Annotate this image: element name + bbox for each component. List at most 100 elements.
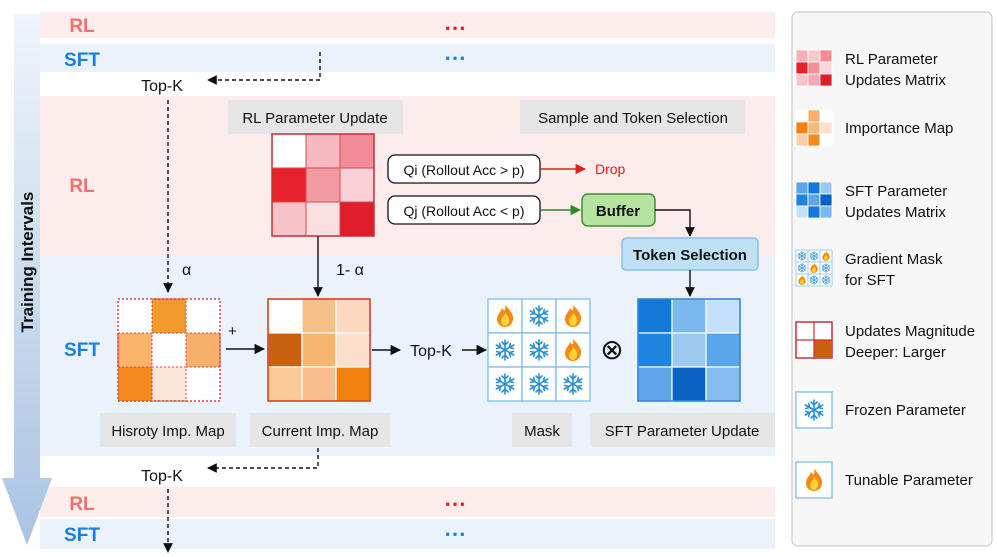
legend-label: Tunable Parameter	[845, 472, 973, 489]
matrix-cell	[267, 332, 303, 368]
sft-label-main: SFT	[64, 340, 100, 361]
matrix-cell	[671, 332, 707, 368]
sft-band-top	[40, 44, 775, 72]
legend-label-line1: RL Parameter	[845, 51, 938, 68]
rl-label-bottom: RL	[69, 494, 95, 515]
matrix-cell	[271, 133, 307, 169]
legend-label: Frozen Parameter	[845, 402, 966, 419]
buffer-label: Buffer	[596, 203, 640, 220]
topk-bottom-label: Top-K	[141, 468, 183, 485]
training-intervals-arrow	[2, 14, 52, 545]
matrix-cell	[151, 332, 187, 368]
matrix-cell	[301, 298, 337, 334]
legend-label-line2: Updates Matrix	[845, 72, 946, 89]
training-intervals-label: Training Intervals	[18, 192, 37, 333]
matrix-cell	[271, 201, 307, 237]
matrix-cell	[267, 298, 303, 334]
legend-label: Importance Map	[845, 120, 953, 137]
matrix-cell	[637, 298, 673, 334]
matrix-border	[117, 298, 221, 402]
legend-panel	[791, 11, 993, 547]
gradient-mask	[487, 298, 591, 402]
snowflake-icon	[795, 391, 833, 429]
sample-title: Sample and Token Selection	[538, 110, 728, 127]
ellipsis-rl-top: ⋯	[444, 15, 466, 40]
matrix-cell	[305, 133, 341, 169]
matrix-cell	[671, 366, 707, 402]
ellipsis-sft-top: ⋯	[444, 45, 466, 70]
matrix-cell	[339, 201, 375, 237]
ellipsis-rl-bottom: ⋯	[444, 491, 466, 516]
matrix-cell	[301, 366, 337, 402]
rl-band-top	[40, 12, 775, 38]
legend-item: Tunable Parameter	[795, 461, 973, 499]
qi-box	[387, 154, 541, 184]
sft-update-matrix	[637, 298, 741, 402]
flame-icon	[795, 461, 833, 499]
legend-label-line2: Deeper: Larger	[845, 344, 946, 361]
topk-mid-label: Top-K	[410, 343, 452, 360]
mask-caption: Mask	[524, 423, 560, 440]
sft-update-caption-box	[590, 413, 775, 447]
matrix-cell	[117, 366, 153, 402]
matrix-cell	[151, 298, 187, 334]
buffer-to-token-arrow	[655, 209, 695, 237]
rl-update-title-box	[228, 100, 403, 134]
matrix-cell	[271, 167, 307, 203]
legend-label-line2: Updates Matrix	[845, 204, 946, 221]
sft-matrix-icon	[795, 181, 833, 219]
matrix-cell	[705, 332, 741, 368]
qj-box	[387, 195, 541, 225]
drop-label: Drop	[595, 161, 626, 177]
alpha-label: α	[182, 262, 191, 279]
matrix-cell	[705, 298, 741, 334]
legend-label-line1: Gradient Mask	[845, 251, 943, 268]
qi-label: Qi (Rollout Acc > p)	[404, 162, 525, 178]
history-caption: Hisroty Imp. Map	[111, 423, 224, 440]
rl-matrix-icon	[795, 49, 833, 87]
ellipsis-sft-bottom: ⋯	[444, 521, 466, 546]
legend-item: Importance Map	[795, 109, 953, 147]
magnitude-icon	[795, 321, 833, 359]
matrix-cell	[117, 298, 153, 334]
matrix-cell	[637, 332, 673, 368]
sft-label-bottom: SFT	[64, 525, 100, 546]
rl-update-matrix	[271, 133, 375, 237]
matrix-cell	[305, 167, 341, 203]
matrix-cell	[339, 167, 375, 203]
matrix-cell	[671, 298, 707, 334]
topk-top-label: Top-K	[141, 78, 183, 95]
matrix-cell	[301, 332, 337, 368]
matrix-cell	[705, 366, 741, 402]
matrix-cell	[185, 298, 221, 334]
rl-label-main: RL	[69, 176, 95, 197]
token-selection-label: Token Selection	[633, 247, 747, 264]
mask-cell	[555, 366, 591, 402]
sample-title-box	[520, 100, 745, 134]
sft-update-caption: SFT Parameter Update	[605, 423, 760, 440]
matrix-cell	[637, 366, 673, 402]
gradient-mask-icon	[795, 249, 833, 287]
matrix-cell	[335, 298, 371, 334]
rl-label-top: RL	[69, 16, 95, 37]
importance-map-icon	[795, 109, 833, 147]
sft-label-top: SFT	[64, 50, 100, 71]
matrix-cell	[185, 332, 221, 368]
otimes-sign: ⊗	[600, 334, 623, 365]
history-imp-map	[117, 298, 221, 402]
mask-caption-box	[512, 413, 572, 447]
matrix-cell	[335, 332, 371, 368]
matrix-cell	[267, 366, 303, 402]
sft-band-bottom	[40, 519, 775, 549]
legend-label-line1: Updates Magnitude	[845, 323, 975, 340]
matrix-cell	[335, 366, 371, 402]
matrix-border	[271, 133, 375, 237]
legend-label-line1: SFT Parameter	[845, 183, 947, 200]
qj-label: Qj (Rollout Acc < p)	[404, 203, 525, 219]
